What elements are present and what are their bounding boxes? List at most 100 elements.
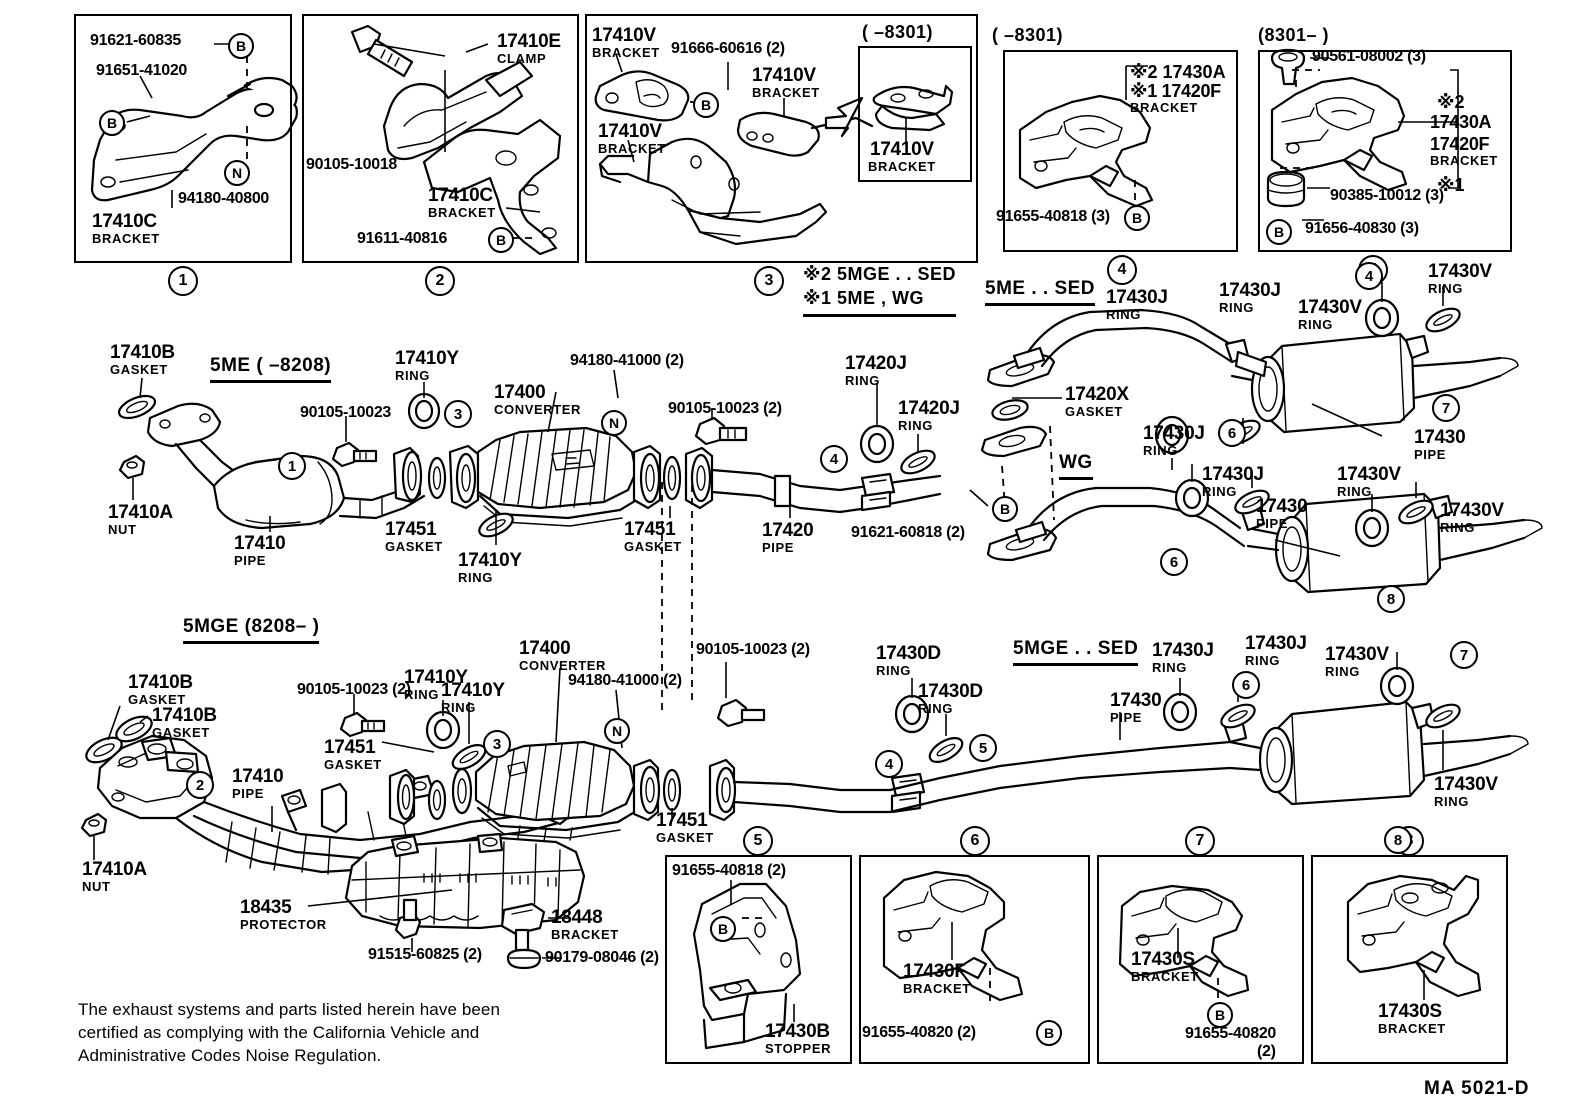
diagram-code: MA 5021-D	[1424, 1078, 1530, 1099]
heading-5mge-8208: 5MGE (8208– )	[183, 616, 320, 644]
label-94180-41000-u: 94180-41000 (2)	[570, 352, 684, 369]
label-17410c-bracket-p2: 17410C BRACKET	[428, 185, 496, 220]
label-17430a-p4a: ※2 17430A	[1130, 62, 1226, 82]
panel-3-number: 3	[754, 266, 784, 296]
star2-legend-line: ※2 5MGE . . SED	[803, 264, 957, 284]
panel-4b-heading: (8301– )	[1258, 25, 1330, 45]
label-94180-40800: 94180-40800	[178, 190, 270, 207]
label-17410a-nut-l: 17410A NUT	[82, 859, 147, 894]
panel-1-number: 1	[168, 266, 198, 296]
label-17430d-ring-l1: 17430D RING	[876, 643, 941, 678]
mark-b-p4a: B	[1124, 205, 1150, 231]
label-90105-10023-u: 90105-10023	[300, 404, 392, 421]
ref-circle-2-lower: 2	[186, 771, 214, 799]
mark-b-p4b: B	[1266, 219, 1292, 245]
panel-6-number: 6	[960, 826, 990, 856]
label-18448-bracket: 18448 BRACKET	[551, 907, 619, 942]
label-91515-60825: 91515-60825 (2)	[368, 946, 482, 963]
label-17410y-ring-l2: 17410Y RING	[441, 680, 505, 715]
label-17451-gasket-u1: 17451 GASKET	[385, 519, 443, 554]
label-17410b-gasket-l1: 17410B GASKET	[128, 672, 193, 707]
panel-5-frame	[665, 855, 852, 1064]
panel-4a-number: 4	[1107, 255, 1137, 285]
label-17430v-ring-s2: 17430V RING	[1428, 261, 1492, 296]
label-17430s-bracket-p8: 17430S BRACKET	[1378, 1001, 1446, 1036]
label-star2-p4b: ※2	[1437, 92, 1465, 112]
ref-circle-8-wg: 8	[1377, 585, 1405, 613]
mark-b-p1a: B	[228, 33, 254, 59]
label-17410-pipe-u: 17410 PIPE	[234, 533, 286, 568]
label-91651-41020: 91651-41020	[96, 62, 188, 79]
label-17410b-gasket-l2: 17410B GASKET	[152, 705, 217, 740]
ref-circle-6-sed: 6	[1218, 419, 1246, 447]
label-17410c-bracket-p1: 17410C BRACKET	[92, 211, 160, 246]
label-17430-pipe-w: 17430 PIPE	[1256, 496, 1308, 531]
star1-legend-line: ※1 5ME , WG	[803, 288, 925, 309]
panel-2-frame	[302, 14, 579, 263]
label-17430v-ring-s1: 17430V RING	[1298, 297, 1362, 332]
mark-b-upper: B	[992, 496, 1018, 522]
panel-7-number: 7	[1185, 826, 1215, 856]
panel-4a-heading: ( –8301)	[992, 25, 1064, 45]
label-91621-60818-u: 91621-60818 (2)	[851, 524, 965, 541]
ref-circle-4-lower: 4	[875, 750, 903, 778]
label-17410v-bracket-p3a: 17410V BRACKET	[592, 25, 660, 60]
label-94180-41000-l: 94180-41000 (2)	[568, 672, 682, 689]
ref-circle-5-lower: 5	[969, 734, 997, 762]
mark-b-p7: B	[1207, 1002, 1233, 1028]
panel-6-frame	[859, 855, 1090, 1064]
ref-circle-6-lower: 6	[1232, 671, 1260, 699]
label-91611-40816: 91611-40816	[357, 230, 448, 247]
ref-circle-4-upper: 4	[820, 445, 848, 473]
ref-circle-7-sed: 7	[1432, 394, 1460, 422]
panel-4a-frame	[1003, 50, 1238, 252]
label-17430v-ring-l2: 17430V RING	[1434, 774, 1498, 809]
label-17410a-nut-u: 17410A NUT	[108, 502, 173, 537]
label-17420x-gasket-u: 17420X GASKET	[1065, 384, 1129, 419]
heading-5me-sed: 5ME . . SED	[985, 278, 1096, 306]
mark-b-p1b: B	[99, 110, 125, 136]
label-17410y-ring-l1: 17410Y RING	[404, 667, 468, 702]
heading-5mge-sed: 5MGE . . SED	[1013, 638, 1139, 666]
ref-circle-1-upper: 1	[278, 452, 306, 480]
certification-note: The exhaust systems and parts listed her…	[78, 1000, 501, 1065]
label-17430j-ring-w1: 17430J RING	[1202, 464, 1264, 499]
label-17430v-ring-w2: 17430V RING	[1440, 500, 1504, 535]
label-90105-10023-l2: 90105-10023 (2)	[696, 641, 810, 658]
label-90179-08046: 90179-08046 (2)	[545, 949, 659, 966]
mark-b-p5: B	[710, 916, 736, 942]
mark-n-upper: N	[601, 410, 627, 436]
label-17420f-bracket-p4a: ※1 17420F BRACKET	[1130, 81, 1221, 115]
label-17430s-bracket-p7: 17430S BRACKET	[1131, 949, 1199, 984]
ref-circle-3-lower: 3	[483, 730, 511, 758]
heading-5me-8208: 5ME ( –8208)	[210, 355, 332, 383]
label-17400-converter-u: 17400 CONVERTER	[494, 382, 582, 417]
panel-5-number: 5	[743, 826, 773, 856]
ref-circle-3-upper: 3	[444, 400, 472, 428]
star-legend: ※2 5MGE . . SED ※1 5ME , WG	[803, 262, 957, 317]
label-17430j-ring-l1: 17430J RING	[1152, 640, 1214, 675]
label-91655-40820-p7: 91655-40820	[1185, 1025, 1277, 1042]
mark-b-p6: B	[1036, 1020, 1062, 1046]
label-91656-40830: 91656-40830 (3)	[1305, 220, 1419, 237]
panel-3-inset-frame	[858, 46, 972, 182]
label-18435-protector: 18435 PROTECTOR	[240, 897, 327, 932]
label-star1-p4b: ※1	[1437, 175, 1465, 195]
label-90385-10012: 90385-10012 (3)	[1330, 187, 1444, 204]
label-17430b-stopper: 17430B STOPPER	[765, 1021, 832, 1056]
mark-b-p3: B	[693, 92, 719, 118]
label-90105-10023-u2: 90105-10023 (2)	[668, 400, 782, 417]
label-17410b-gasket-u: 17410B GASKET	[110, 342, 175, 377]
panel-8-frame	[1311, 855, 1508, 1064]
label-17410y-ring-u1: 17410Y RING	[395, 348, 459, 383]
panel-1-frame	[74, 14, 292, 263]
ref-circle-7-lower: 7	[1450, 641, 1478, 669]
label-17420j-ring-u2: 17420J RING	[898, 398, 960, 433]
label-90105-10023-l: 90105-10023 (2)	[297, 681, 411, 698]
label-17410e-clamp: 17410E CLAMP	[497, 31, 561, 66]
label-17420f-bracket-p4b: 17420F BRACKET	[1430, 134, 1498, 168]
label-17420j-ring-u1: 17420J RING	[845, 353, 907, 388]
label-17430d-ring-l2: 17430D RING	[918, 681, 983, 716]
mark-b-p2: B	[488, 227, 514, 253]
